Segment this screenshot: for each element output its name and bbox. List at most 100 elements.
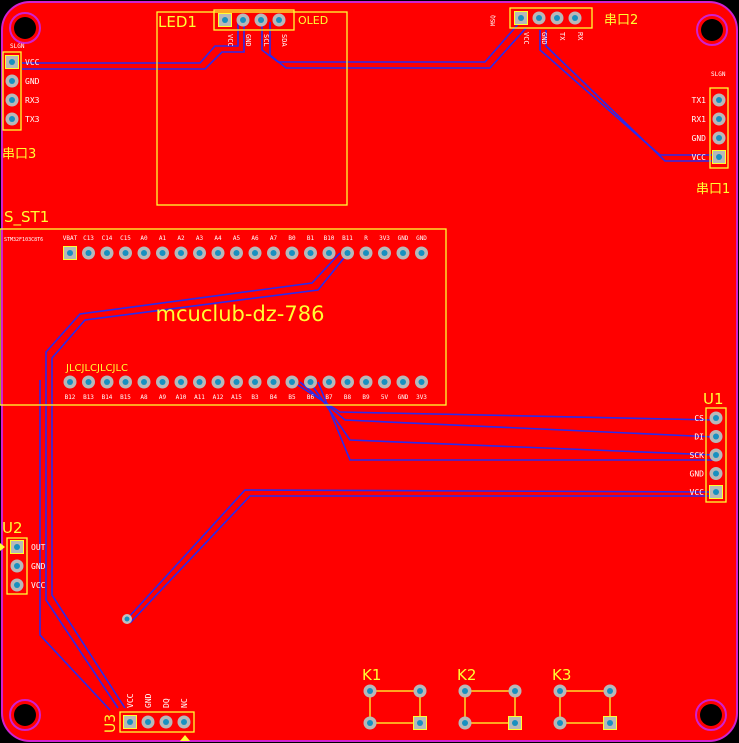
u2-pin-pad [10,578,24,592]
uart2-pin-pad [532,11,546,25]
u1-pin-label: DI [694,433,704,442]
uart2-pin-label: RX [576,32,584,41]
stm32-top-pin-label: GND [398,235,409,242]
uart3-pin-label: VCC [25,58,40,67]
u1-pin-pad [709,485,723,499]
stm32-bottom-pin-label: B15 [120,394,131,401]
stm32-bottom-pin-pad [82,375,95,389]
u1-pin-label: VCC [690,488,705,497]
stm32-bottom-pin-pad [211,375,225,389]
stm32-bottom-pin-pad [137,375,151,389]
stm32-bottom-pin-pad [341,375,354,389]
u3-pin-pad [159,715,173,729]
stm32-bottom-pin-pad [156,375,169,389]
stm32-bottom-pin-label: B7 [325,394,333,401]
stm32-bottom-pin-label: A12 [213,394,224,401]
oled-pin-pad [236,13,250,27]
stm32-top-pin-label: A4 [214,235,222,242]
stm32-bottom-pin-pad [322,375,336,389]
oled-outline [156,11,348,206]
button-pad [603,684,617,698]
stm32-top-pin-label: B11 [342,235,353,242]
uart1-ref: 串口1 [696,182,730,197]
stm32-top-pin-label: GND [416,235,427,242]
stm32-bottom-pin-label: B5 [288,394,296,401]
stm32-top-pin-label: C14 [102,235,113,242]
uart2-pin-pad [550,11,564,25]
oled-pin-label: VCC [226,34,234,47]
mounting-hole-top-left [9,12,41,44]
uart1-pin-pad [712,112,726,126]
button-pad [413,716,427,730]
u1-ref: U1 [703,390,724,408]
u2-pin-pad [10,540,24,554]
button-pad [363,684,377,698]
stm32-bottom-pin-label: B8 [344,394,352,401]
u3-pin-pad [123,715,137,729]
uart1-pin-label: VCC [692,153,707,162]
uart3-pin-pad [5,112,19,126]
u2-pin-label: GND [31,562,46,571]
stm32-top-pin-label: A6 [251,235,259,242]
u3-pin-label: NC [180,698,189,708]
led1-ref: LED1 [158,13,197,31]
stm32-bottom-pin-label: B4 [270,394,278,401]
u3-pin-pad [141,715,155,729]
stm32-top-pin-label: B10 [324,235,335,242]
stm32-top-pin-label: B0 [288,235,296,242]
u3-pin-label: GND [144,693,153,708]
stm32-top-pin-pad [248,246,262,260]
stm32-top-pin-pad [63,246,77,260]
pushbutton-k3 [553,684,617,730]
stm32-bottom-pin-label: A15 [231,394,242,401]
stm32-mark: STM32F103C8T6 [4,237,43,243]
button-pad [458,716,472,730]
stm32-bottom-pin-label: A11 [194,394,205,401]
stm32-top-pin-pad [267,246,280,260]
oled-pin-pad [272,13,286,27]
pushbutton-k1 [363,684,427,730]
u1-pin-pad [709,411,723,425]
stm32-top-pin-label: A0 [140,235,148,242]
stm32-top-pin-pad [119,246,132,260]
oled-pin-label: GND [244,34,252,47]
button-pad [553,684,567,698]
button-pad [363,716,377,730]
stm32-top-pin-pad [174,246,188,260]
uart3-pin-pad [5,55,19,69]
stm32-bottom-pin-label: A9 [159,394,167,401]
pushbutton-k2 [458,684,522,730]
stm32-bottom-pin-pad [396,375,410,389]
stm32-bottom-pin-label: B9 [362,394,370,401]
oled-pin-pad [218,13,232,27]
stm32-top-pin-pad [82,246,95,260]
mounting-holes [9,12,728,731]
uart3-pin-label: GND [25,77,40,86]
stm32-top-pin-pad [211,246,225,260]
uart1-pin-pad [712,131,726,145]
stm32-bottom-pin-pad [100,375,114,389]
uart3-pin-pad [5,93,19,107]
u1-pin-label: CS [694,414,704,423]
traces [22,21,716,711]
mounting-hole-bottom-left [9,699,41,731]
stm32-top-pin-pad [415,246,428,260]
u3-pin1-marker-icon [180,735,190,741]
stm32-bottom-pin-label: B12 [65,394,76,401]
k2-ref: K2 [457,666,476,684]
stm32-top-pin-pad [156,246,169,260]
k3-ref: K3 [552,666,571,684]
uart2-pin-label: GND [540,32,548,45]
stm32-top-pin-pad [396,246,410,260]
stm32-bottom-pin-pad [285,375,299,389]
stm32-top-pin-pad [322,246,336,260]
u1-pin-pad [709,467,723,480]
stm32-top-pin-pad [230,246,243,260]
uart3-pin-label: RX3 [25,96,40,105]
stm32-bottom-pin-pad [119,375,132,389]
stm32-bottom-pin-pad [378,375,391,389]
stm32-top-pin-pad [100,246,114,260]
stm32-top-pin-label: A1 [159,235,167,242]
